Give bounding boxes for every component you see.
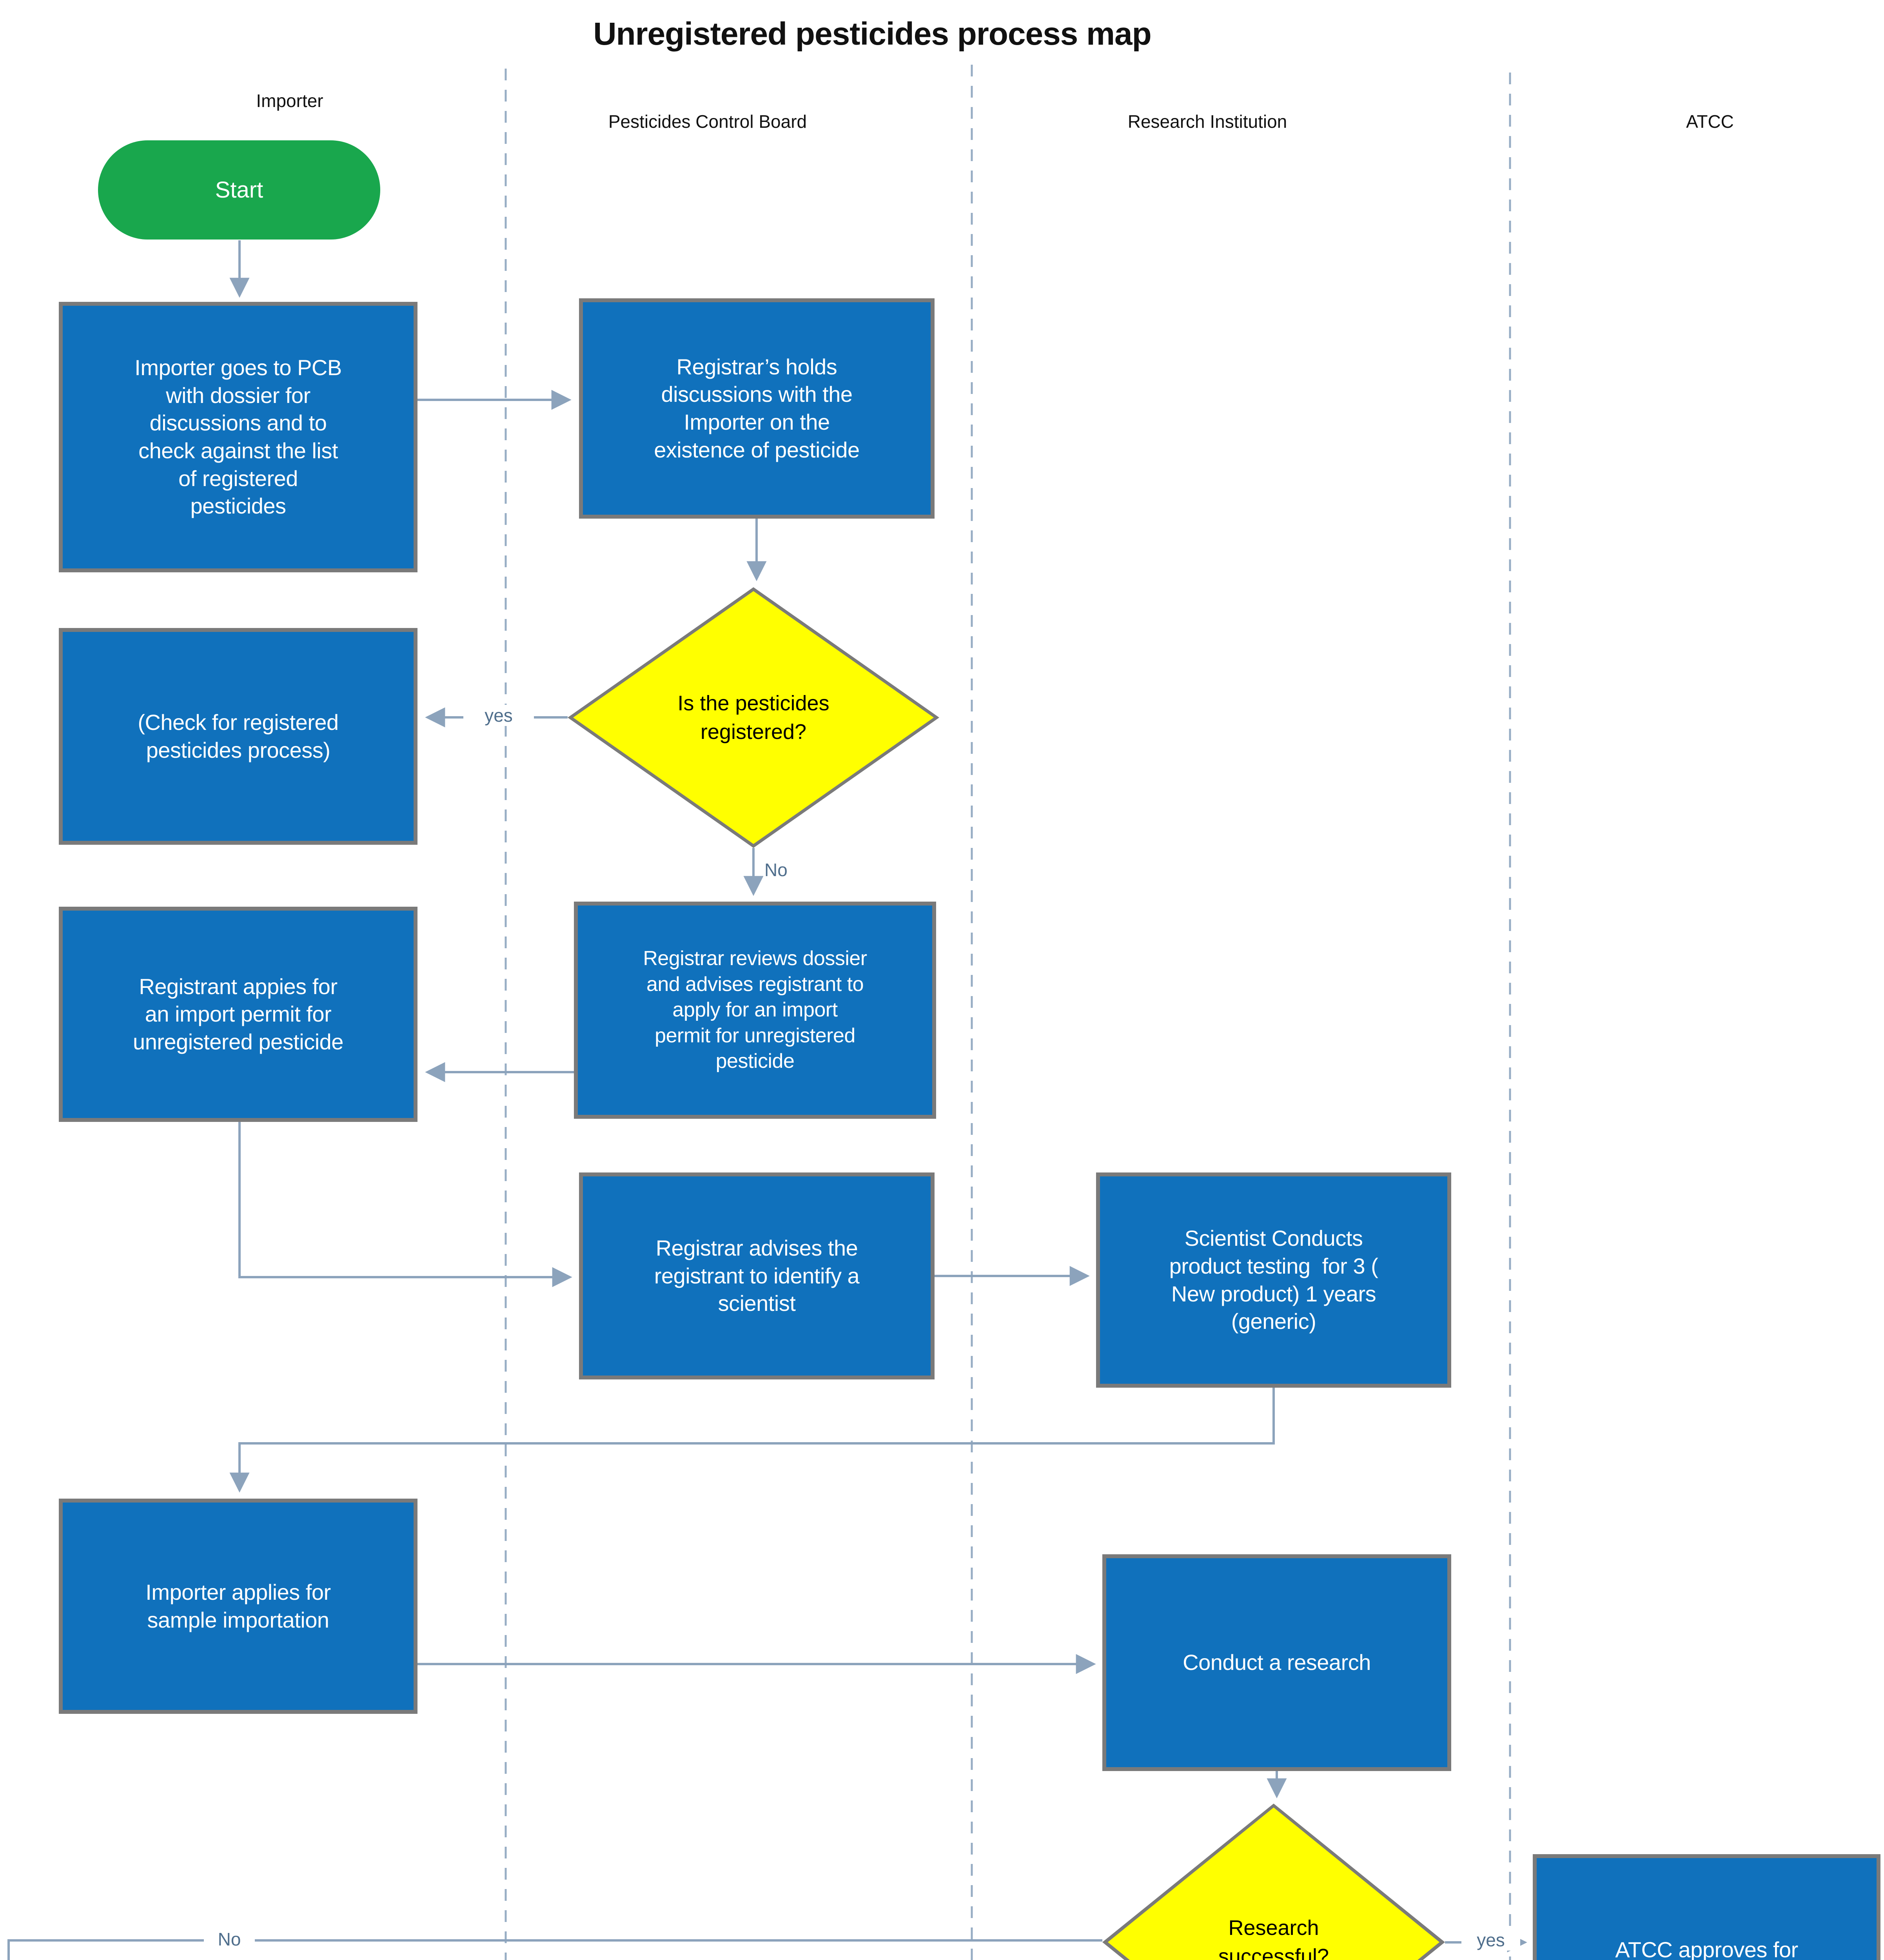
process-registrar-holds-discussions: Registrar’s holds discussions with the I… (579, 298, 935, 519)
process-atcc-approves: ATCC approves for registration (1533, 1854, 1880, 1960)
lane-label-importer: Importer (256, 91, 323, 111)
lane-label-atcc: ATCC (1686, 111, 1734, 132)
decision-text: Research successful? (1218, 1916, 1329, 1960)
process-importer-goes-to-pcb: Importer goes to PCB with dossier for di… (59, 302, 417, 572)
edge-label-registered-no: No (764, 860, 788, 880)
start-terminator: Start (98, 140, 380, 240)
decision-is-pesticide-registered: Is the pesticides registered? (568, 587, 939, 848)
edge-label-research-no: No (204, 1929, 255, 1950)
lane-label-pesticides-control-board: Pesticides Control Board (608, 111, 807, 132)
decision-research-successful: Research successful? (1102, 1804, 1445, 1960)
edge-scientist-to-importer-sample (229, 1388, 1275, 1493)
edge-label-registered-yes: yes (463, 705, 534, 726)
edge-decision2-no-to-end (7, 1939, 1102, 1960)
edge-registrant-applies-to-advises (238, 1122, 572, 1287)
process-importer-applies-sample: Importer applies for sample importation (59, 1499, 417, 1714)
process-check-registered-process: (Check for registered pesticides process… (59, 628, 417, 845)
lane-label-research-institution: Research Institution (1127, 111, 1287, 132)
process-conduct-a-research: Conduct a research (1102, 1554, 1451, 1771)
process-scientist-conducts-testing: Scientist Conducts product testing for 3… (1096, 1172, 1451, 1388)
edge-label-research-yes: yes (1461, 1929, 1520, 1951)
process-registrar-advises-scientist: Registrar advises the registrant to iden… (579, 1172, 935, 1379)
process-registrar-reviews-dossier: Registrar reviews dossier and advises re… (574, 902, 936, 1119)
process-registrant-applies-permit: Registrant appies for an import permit f… (59, 907, 417, 1122)
decision-text: Is the pesticides registered? (677, 691, 829, 744)
page-title: Unregistered pesticides process map (593, 16, 1151, 52)
